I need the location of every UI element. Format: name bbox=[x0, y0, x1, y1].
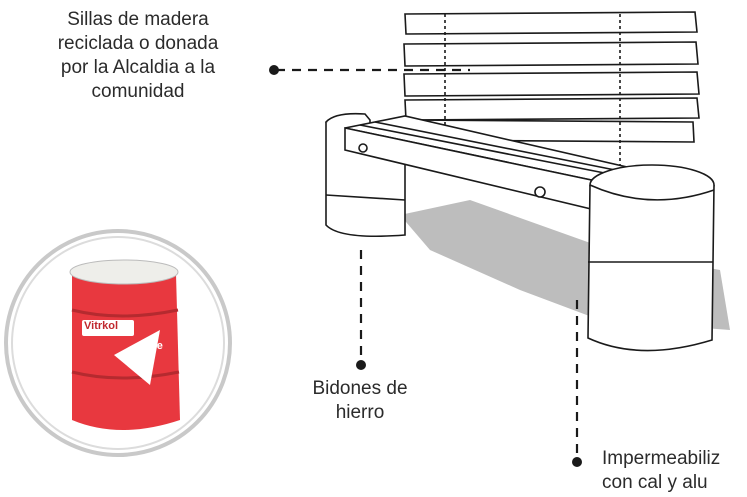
barrel-brand-right: Ve bbox=[150, 340, 163, 352]
drum-marker-dot bbox=[356, 360, 366, 370]
seat-marker-dot bbox=[269, 65, 279, 75]
bench-seat bbox=[344, 115, 643, 215]
barrel-brand-left: Vitrkol bbox=[84, 320, 119, 332]
drum-material-label: Bidones de hierro bbox=[312, 378, 408, 423]
seat-material-label: Sillas de madera reciclada o donada por … bbox=[57, 9, 219, 102]
seal-marker-dot bbox=[572, 457, 582, 467]
barrel-inset bbox=[4, 229, 232, 457]
leader-lines bbox=[276, 68, 579, 455]
right-drum bbox=[587, 164, 715, 352]
barrel-photo bbox=[69, 259, 180, 430]
waterproofing-label: Impermeabiliz con cal y alu bbox=[602, 448, 721, 493]
